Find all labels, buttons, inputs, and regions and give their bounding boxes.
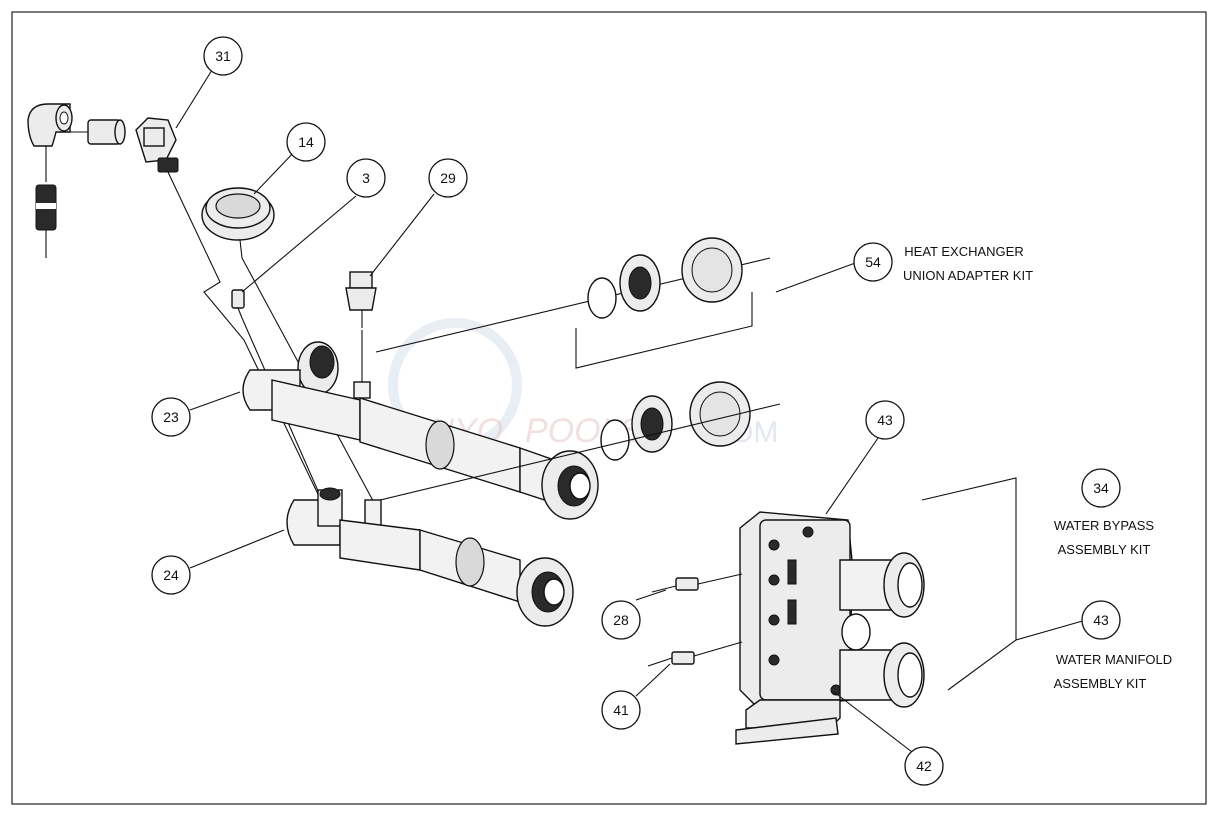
elbow-fitting [27,103,73,182]
callout-14: 14 [286,122,326,162]
bypass-label-line1: WATER BYPASS [1054,518,1154,533]
heat-exchanger-label-line1: HEAT EXCHANGER [904,244,1023,259]
diagram-frame [11,11,1207,805]
callout-28: 28 [601,600,641,640]
union-kit-upper [587,237,743,319]
svg-text:54: 54 [865,254,881,270]
coupling [70,119,126,145]
water-manifold-block [735,511,925,745]
svg-text:42: 42 [916,758,932,774]
valve-fitting-31 [135,117,179,173]
pressure-gauge [201,187,275,259]
bypass-label-line2: ASSEMBLY KIT [1058,542,1151,557]
svg-text:3: 3 [362,170,370,186]
union-kit-lower [600,381,751,461]
svg-text:31: 31 [215,48,231,64]
temp-sensor [231,289,245,319]
callout-3: 3 [346,158,386,198]
callout-29: 29 [428,158,468,198]
svg-text:34: 34 [1093,480,1109,496]
manifold-label-line1: WATER MANIFOLD [1056,652,1172,667]
fitting-41 [647,641,743,667]
pipe-assembly-23 [242,341,599,520]
svg-text:14: 14 [298,134,314,150]
fitting-28 [651,573,743,593]
callout-42: 42 [904,746,944,786]
heat-exchanger-label-line2: UNION ADAPTER KIT [903,268,1033,283]
svg-text:41: 41 [613,702,629,718]
callout-54: 54 [853,242,893,282]
pipe-assembly-24 [286,487,574,627]
callout-43-manifold-block: 43 [865,400,905,440]
svg-text:29: 29 [440,170,456,186]
callout-24: 24 [151,555,191,595]
svg-text:43: 43 [877,412,893,428]
callout-43-manifold-kit: 43 [1081,600,1121,640]
callout-34: 34 [1081,468,1121,508]
manifold-label-line2: ASSEMBLY KIT [1054,676,1147,691]
svg-text:43: 43 [1093,612,1109,628]
svg-text:24: 24 [163,567,179,583]
pressure-switch [345,271,377,328]
sensor-plug [35,184,57,258]
callout-41: 41 [601,690,641,730]
svg-text:23: 23 [163,409,179,425]
callout-31: 31 [203,36,243,76]
callout-23: 23 [151,397,191,437]
svg-text:28: 28 [613,612,629,628]
